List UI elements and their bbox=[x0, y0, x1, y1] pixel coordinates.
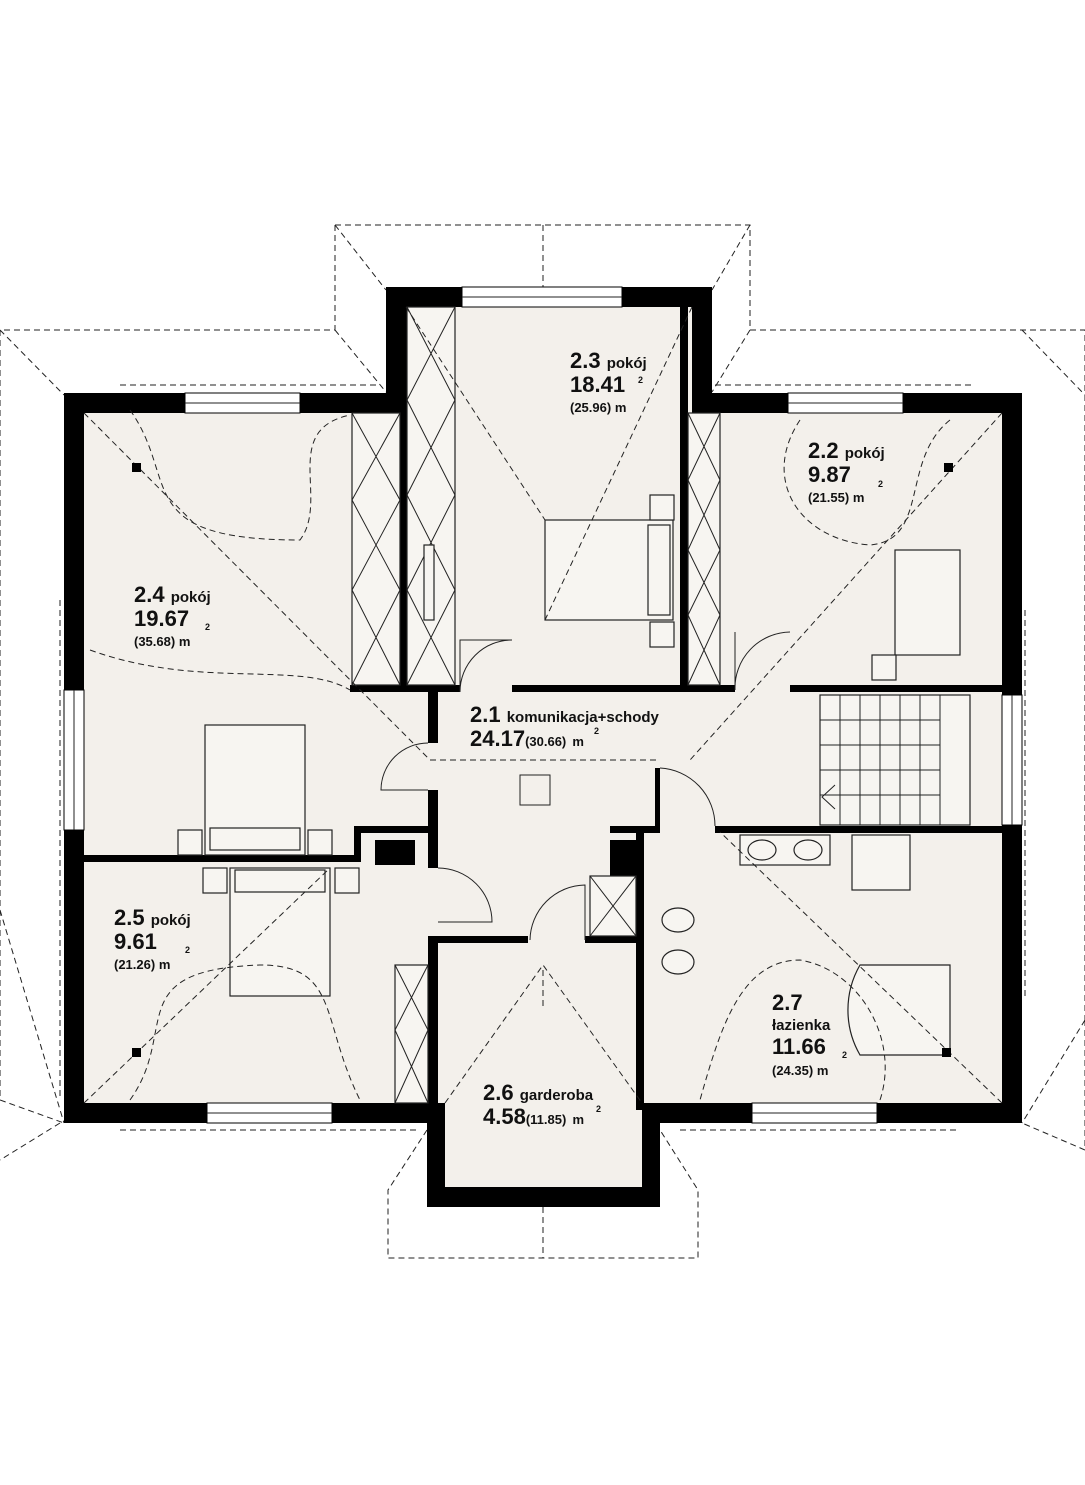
roof-slope-lines bbox=[83, 306, 1003, 1104]
doors bbox=[380, 631, 791, 941]
svg-text:2.5 pokój: 2.5 pokój bbox=[114, 905, 191, 930]
svg-text:9.87: 9.87 bbox=[808, 462, 851, 487]
svg-text:(35.68) m: (35.68) m bbox=[134, 634, 190, 649]
svg-text:2.7: 2.7 bbox=[772, 990, 803, 1015]
svg-text:2.2 pokój: 2.2 pokój bbox=[808, 438, 885, 463]
svg-text:(25.96) m: (25.96) m bbox=[570, 400, 626, 415]
svg-text:2: 2 bbox=[878, 479, 883, 489]
stairs bbox=[819, 694, 971, 826]
svg-text:2: 2 bbox=[842, 1050, 847, 1060]
svg-text:2.6 garderoba: 2.6 garderoba bbox=[483, 1080, 594, 1105]
room-label-2-5: 2.5 pokój 9.61 2 (21.26) m bbox=[114, 905, 191, 972]
svg-text:2: 2 bbox=[594, 726, 599, 736]
interior-walls bbox=[84, 307, 1002, 1110]
bathroom-fixtures bbox=[661, 834, 951, 1056]
svg-text:11.66: 11.66 bbox=[772, 1034, 826, 1059]
room-label-2-6: 2.6 garderoba 4.58(11.85) m 2 bbox=[483, 1080, 601, 1129]
svg-text:2: 2 bbox=[185, 945, 190, 955]
svg-text:19.67: 19.67 bbox=[134, 606, 189, 631]
beds bbox=[177, 494, 961, 997]
svg-text:18.41: 18.41 bbox=[570, 372, 625, 397]
roof-outline bbox=[0, 224, 1085, 1259]
svg-text:(24.35) m: (24.35) m bbox=[772, 1063, 828, 1078]
windows bbox=[63, 286, 1023, 1124]
svg-text:2: 2 bbox=[205, 622, 210, 632]
svg-text:2: 2 bbox=[638, 375, 643, 385]
svg-text:2.4 pokój: 2.4 pokój bbox=[134, 582, 211, 607]
svg-text:(21.26) m: (21.26) m bbox=[114, 957, 170, 972]
room-label-2-2: 2.2 pokój 9.87 2 (21.55) m bbox=[808, 438, 885, 505]
svg-text:2.1 komunikacja+schody: 2.1 komunikacja+schody bbox=[470, 702, 660, 727]
room-label-2-1: 2.1 komunikacja+schody 24.17(30.66) m 2 bbox=[470, 702, 660, 751]
svg-text:2.3 pokój: 2.3 pokój bbox=[570, 348, 647, 373]
svg-text:(21.55) m: (21.55) m bbox=[808, 490, 864, 505]
svg-text:łazienka: łazienka bbox=[772, 1017, 831, 1034]
svg-text:4.58(11.85) m: 4.58(11.85) m bbox=[483, 1104, 584, 1129]
svg-text:9.61: 9.61 bbox=[114, 929, 157, 954]
svg-text:24.17(30.66) m: 24.17(30.66) m bbox=[470, 726, 584, 751]
bed-2-2 bbox=[894, 549, 961, 656]
room-label-2-3: 2.3 pokój 18.41 2 (25.96) m bbox=[570, 348, 647, 415]
room-label-2-7: 2.7 łazienka 11.66 2 (24.35) m bbox=[772, 990, 847, 1078]
svg-text:2: 2 bbox=[596, 1104, 601, 1114]
columns bbox=[132, 463, 953, 1057]
room-label-2-4: 2.4 pokój 19.67 2 (35.68) m bbox=[134, 582, 211, 649]
